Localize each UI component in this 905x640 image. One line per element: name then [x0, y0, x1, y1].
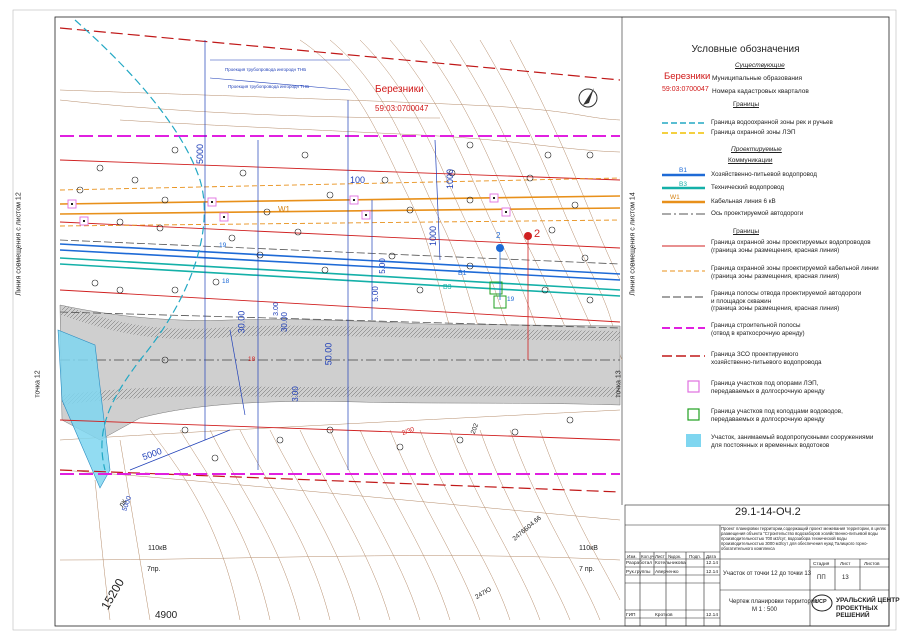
col-list: Лист — [655, 554, 665, 559]
row-date-gip: 12.14 — [706, 613, 719, 618]
legend-existing: Существующие — [735, 62, 785, 69]
stage-header: Стадия — [813, 562, 830, 567]
culvert-area — [57, 329, 111, 489]
legend-municipal-text: Муниципальные образования — [712, 75, 803, 82]
row-role-gip: ГИП — [626, 613, 636, 618]
well-label-3: 19 — [507, 296, 515, 303]
col-doc: №док. — [668, 554, 682, 559]
dim-5000-top: 5000 — [195, 143, 206, 165]
legend-projected: Проектируемые — [731, 146, 782, 153]
code-b3: B3 — [443, 284, 452, 291]
logo-text: UCP — [815, 599, 827, 605]
sheet-title: Участок от точки 12 до точки 13 — [723, 571, 812, 577]
sheet-value: 13 — [842, 575, 849, 581]
row-date-1: 12.14 — [706, 561, 719, 566]
dim-3-b: 3.00 — [272, 302, 280, 316]
side-label-right: Линия совмещения с листом 14 — [629, 192, 637, 296]
drawing-code: 29.1-14-ОЧ.2 — [735, 506, 801, 518]
north-arrow-icon — [578, 88, 598, 108]
road-left: 7пр. — [147, 566, 161, 573]
dim-100: 100 — [350, 175, 366, 185]
code-w1: W1 — [278, 205, 290, 214]
well-label-1: 19 — [219, 242, 227, 249]
company-name-1: УРАЛЬСКИЙ ЦЕНТР — [836, 597, 900, 604]
point-right-label: точка 13 — [615, 370, 623, 398]
drawing-name: Чертеж планировки территории — [729, 599, 818, 605]
legend-communications: Коммуникации — [728, 157, 773, 164]
tree-symbols — [76, 141, 594, 462]
row-role-1: Разработал — [626, 561, 653, 566]
well-marker-red: 2 — [534, 228, 541, 240]
col-kol: Кол.уч — [641, 554, 655, 559]
cadastral-number-label: 59:03:0700047 — [375, 104, 429, 113]
legend-code-b3: В3 — [679, 181, 687, 188]
legend-code-w1: W1 — [670, 194, 680, 201]
legend-swatches — [662, 122, 705, 447]
well-label-2: 18 — [222, 278, 230, 285]
well-marker-blue: 2 — [496, 231, 501, 240]
pipeline-label-1: Проекция трубопровода ингородн ТНБ — [225, 67, 307, 72]
cadastral-town-label: Березники — [375, 84, 424, 95]
well-label-4: 18 — [248, 356, 256, 363]
row-role-2: Рук.группы — [626, 570, 651, 575]
dim-30-a: 30.00 — [236, 310, 247, 334]
legend-cadastral-text: Номера кадастровых кварталов — [712, 88, 809, 95]
pipeline-label-2: Проекция трубопровода ингородн ТНБ — [228, 84, 310, 89]
sheet-header: Лист — [840, 562, 851, 567]
legend-borders-2: Границы — [733, 228, 759, 235]
legend-municipal-sample: Березники — [664, 71, 711, 82]
row-date-2: 12.14 — [706, 570, 719, 575]
dim-1000-a: 1000 — [445, 168, 456, 190]
road-right: 7 пр. — [579, 566, 595, 573]
sheets-header: Листов — [864, 562, 880, 567]
dim-50: 50.00 — [323, 342, 334, 366]
dim-5-b: 5.00 — [377, 258, 387, 274]
project-description: Проект планировки территории,содержащий … — [721, 526, 886, 551]
company-logo-icon — [811, 594, 833, 612]
dim-5-a: 5.00 — [370, 286, 380, 302]
row-name-gip: Кротков — [655, 613, 673, 618]
power-left: 110кВ — [148, 545, 167, 552]
point-left-label: точка 12 — [34, 370, 42, 398]
dim-30-b: 30.00 — [280, 311, 290, 333]
dim-3-a: 3.00 — [290, 386, 300, 402]
col-sign: Подп. — [689, 554, 701, 559]
side-label-left: Линия совмещения с листом 12 — [15, 192, 23, 296]
legend-borders-1: Границы — [733, 101, 759, 108]
legend-cadastral-sample: 59:03:0700047 — [662, 86, 709, 93]
stage-value: ПП — [817, 575, 826, 581]
row-name-1: Котельникова — [655, 561, 686, 566]
col-izm: Изм. — [627, 554, 637, 559]
code-b1: B1 — [458, 270, 467, 277]
legend-title: Условные обозначения — [691, 44, 800, 55]
drawing-scale: М 1 : 500 — [752, 607, 778, 613]
company-name-2: ПРОЕКТНЫХ РЕШЕНИЙ — [836, 605, 878, 619]
dim-4900: 4900 — [155, 610, 178, 621]
row-name-2: Аверченко — [655, 570, 679, 575]
dim-1000-b: 1000 — [428, 225, 439, 247]
col-date: Дата — [706, 554, 716, 559]
legend-code-b1: В1 — [679, 167, 687, 174]
title-block-grid — [624, 504, 890, 627]
power-right: 110кВ — [579, 545, 598, 552]
